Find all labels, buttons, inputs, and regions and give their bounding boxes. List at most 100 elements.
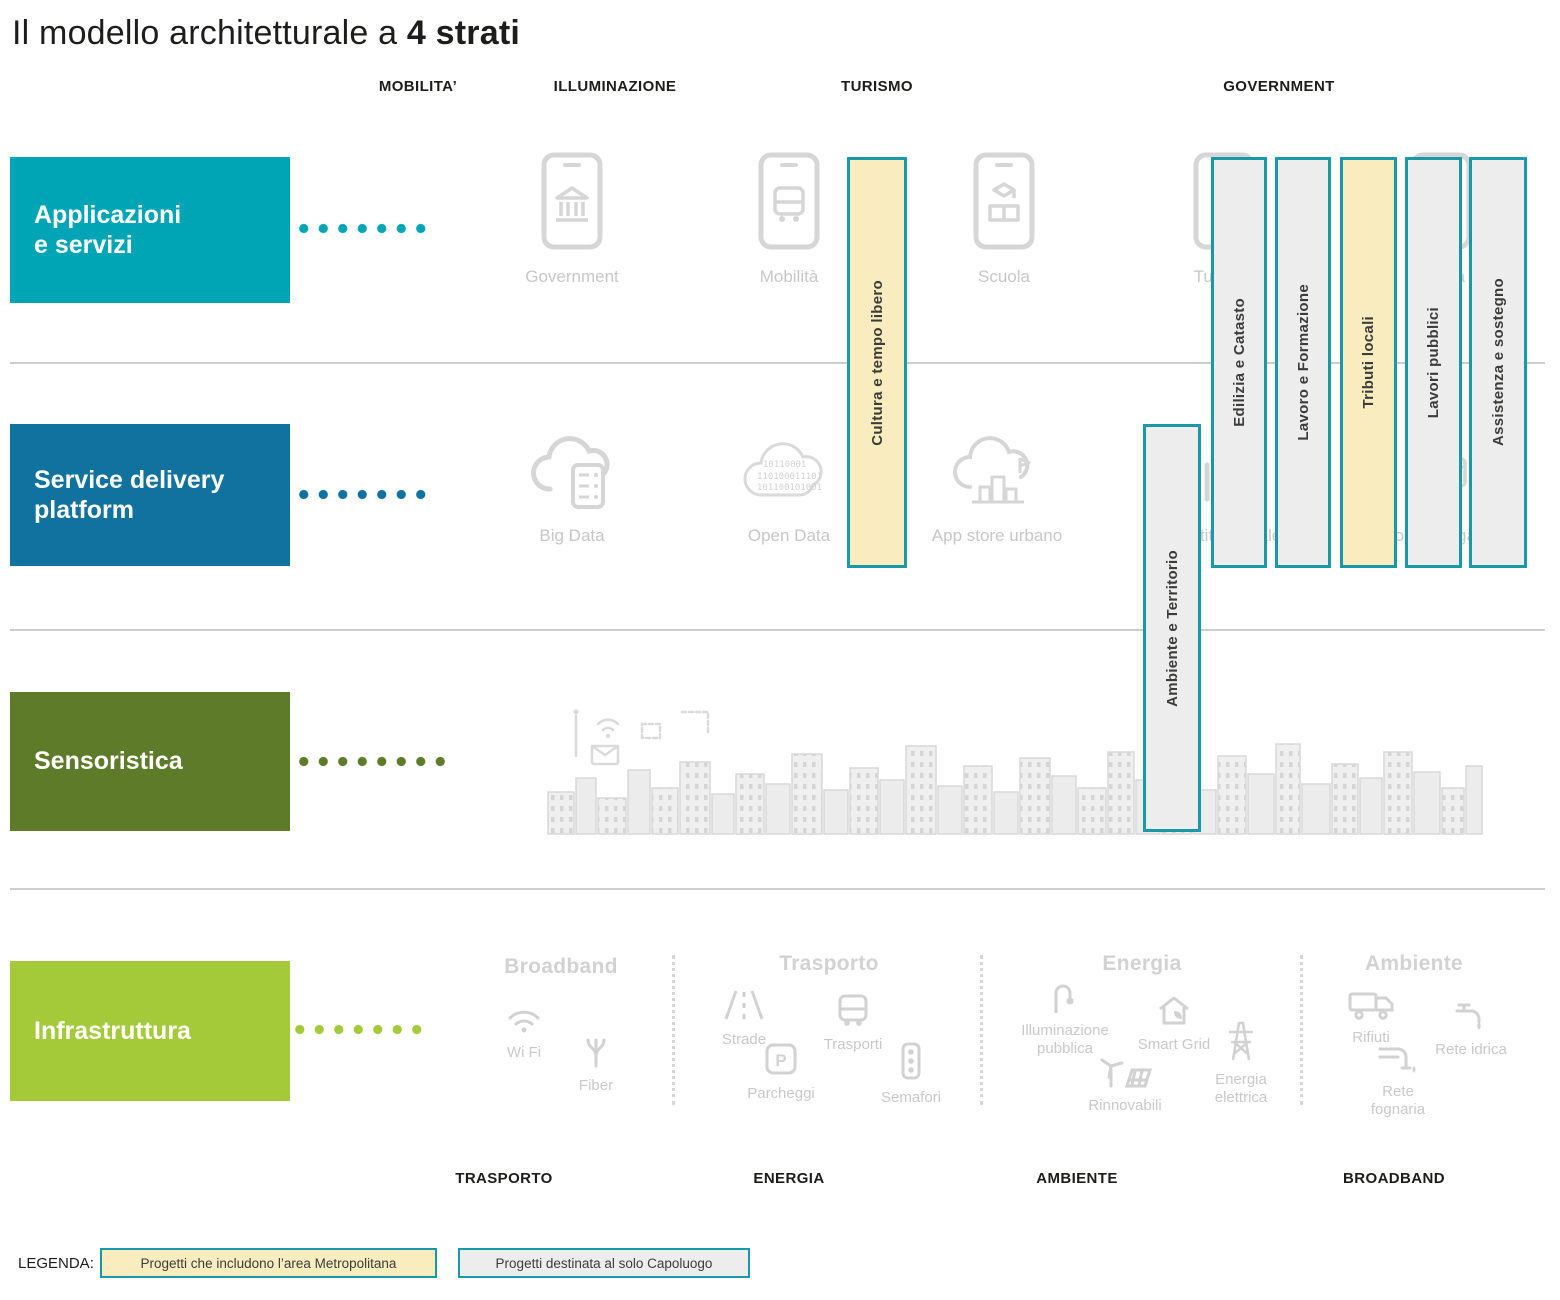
infra-item-energia-elettrica: Energia elettrica — [1196, 1018, 1286, 1106]
infra-separator-2 — [980, 955, 983, 1105]
layer-label: Applicazioni e servizi — [34, 200, 182, 260]
infra-item-label: Smart Grid — [1137, 1036, 1211, 1053]
svg-text:P: P — [775, 1051, 786, 1070]
smart-grid-icon — [1152, 993, 1196, 1032]
infra-item-label: Illuminazione pubblica — [1021, 1022, 1109, 1057]
big-data-cloud-icon — [517, 427, 627, 518]
renewables-icon — [1097, 1048, 1153, 1093]
power-pylon-icon — [1221, 1018, 1261, 1067]
svg-text:101100101001: 101100101001 — [757, 483, 822, 493]
platform-item-label: Open Data — [747, 526, 831, 545]
svg-text:10110001: 10110001 — [763, 460, 806, 470]
fiber-icon — [579, 1032, 613, 1073]
top-label-mobilita: MOBILITA’ — [378, 78, 458, 95]
infra-item-label: Rete fognaria — [1370, 1083, 1426, 1118]
dotted-connector-platform — [294, 489, 431, 500]
divider-1 — [10, 362, 1545, 364]
layer-label: Infrastruttura — [34, 1016, 191, 1045]
layer-service-delivery-platform: Service delivery platform — [10, 424, 290, 566]
infra-item-label: Fiber — [578, 1077, 614, 1094]
street-lamp-icon — [1048, 983, 1082, 1018]
project-bar-label: Assistenza e sostegno — [1489, 278, 1507, 447]
project-bar-label: Ambiente e Territorio — [1163, 549, 1181, 707]
top-label-turismo: TURISMO — [841, 78, 913, 95]
project-bar-edilizia-e-catasto: Edilizia e Catasto — [1211, 157, 1267, 568]
layer-label: Sensoristica — [34, 747, 183, 776]
dotted-connector-infrastruttura — [290, 1024, 427, 1035]
bus-icon — [833, 993, 873, 1032]
infra-item-smart-grid: Smart Grid — [1134, 993, 1214, 1054]
faucet-icon — [1451, 998, 1491, 1037]
legend-item-metropolitana: Progetti che includono l’area Metropolit… — [100, 1248, 437, 1278]
dotted-connector-sensoristica — [294, 756, 450, 767]
app-item-label: Government — [525, 267, 619, 286]
parking-icon: P — [764, 1042, 798, 1081]
legend-title: LEGENDA: — [18, 1255, 94, 1272]
project-bar-label: Lavori pubblici — [1425, 306, 1442, 419]
app-item-government: Government — [512, 152, 632, 287]
infra-item-rete-idrica: Rete idrica — [1426, 998, 1516, 1059]
platform-item-app-store-urbano: App store urbano — [917, 427, 1077, 546]
infra-group-trasporto-title: Trasporto — [779, 952, 879, 975]
infra-separator-1 — [672, 955, 675, 1105]
project-bar-tributi-locali: Tributi locali — [1340, 157, 1397, 568]
infra-item-illuminazione-pubblica: Illuminazione pubblica — [1015, 983, 1115, 1057]
mobility-phone-icon — [757, 152, 821, 255]
infra-item-label: Energia elettrica — [1214, 1071, 1268, 1106]
app-item-label: Scuola — [978, 267, 1030, 286]
layer-sensoristica: Sensoristica — [10, 692, 290, 831]
infra-item-parcheggi: P Parcheggi — [741, 1042, 821, 1103]
layer-label: Service delivery platform — [34, 465, 225, 525]
dotted-connector-applicazioni — [294, 223, 431, 234]
wifi-icon — [504, 1005, 544, 1040]
bottom-label-broadband: BROADBAND — [1343, 1170, 1445, 1187]
project-bar-assistenza-e-sostegno: Assistenza e sostegno — [1469, 157, 1527, 568]
bottom-label-energia: ENERGIA — [753, 1170, 825, 1187]
app-item-label: Mobilità — [759, 267, 819, 286]
garbage-truck-icon — [1347, 988, 1395, 1025]
infra-item-label: Semafori — [880, 1089, 942, 1106]
infra-item-trasporti: Trasporti — [813, 993, 893, 1054]
project-bar-label: Lavoro e Formazione — [1294, 284, 1312, 441]
infra-item-rifiuti: Rifiuti — [1331, 988, 1411, 1047]
traffic-light-icon — [900, 1042, 922, 1085]
infra-group-ambiente-title: Ambiente — [1364, 952, 1464, 975]
sewer-pipe-icon — [1376, 1042, 1420, 1079]
infra-group-energia-title: Energia — [1102, 952, 1182, 975]
project-bar-label: Cultura e tempo libero — [868, 279, 886, 446]
infra-item-label: Trasporti — [823, 1036, 883, 1053]
legend-item-label: Progetti destinata al solo Capoluogo — [495, 1255, 713, 1271]
page-title-bold: 4 strati — [406, 14, 521, 52]
platform-item-label: Big Data — [539, 526, 605, 545]
top-label-government: GOVERNMENT — [1223, 78, 1335, 95]
school-phone-icon — [972, 152, 1036, 255]
project-bar-lavoro-e-formazione: Lavoro e Formazione — [1275, 157, 1331, 568]
layer-infrastruttura: Infrastruttura — [10, 961, 290, 1101]
government-phone-icon — [540, 152, 604, 255]
platform-item-label: App store urbano — [931, 526, 1063, 545]
project-bar-ambiente-e-territorio: Ambiente e Territorio — [1143, 424, 1201, 832]
infra-item-label: Wi Fi — [506, 1044, 542, 1061]
legend-item-capoluogo: Progetti destinata al solo Capoluogo — [458, 1248, 750, 1278]
city-skyline-icon — [540, 709, 1485, 840]
infra-item-label: Rinnovabili — [1088, 1097, 1162, 1114]
infra-item-label: Rete idrica — [1435, 1041, 1507, 1058]
infra-item-label: Parcheggi — [747, 1085, 815, 1102]
city-skyline-illustration — [540, 694, 1485, 841]
page-title-regular: Il modello architetturale a — [12, 14, 407, 52]
infra-item-fiber: Fiber — [561, 1032, 631, 1095]
project-bar-label: Tributi locali — [1360, 316, 1377, 409]
project-bar-label: Edilizia e Catasto — [1230, 298, 1248, 427]
infra-item-rete-fognaria: Rete fognaria — [1353, 1042, 1443, 1118]
layer-applicazioni-e-servizi: Applicazioni e servizi — [10, 157, 290, 303]
infra-group-broadband-title: Broadband — [504, 955, 618, 978]
svg-text:110100011101: 110100011101 — [757, 472, 822, 482]
road-icon — [722, 988, 766, 1027]
infra-item-label: Strade — [721, 1031, 767, 1048]
infra-item-semafori: Semafori — [871, 1042, 951, 1107]
urban-app-store-icon — [942, 427, 1052, 518]
divider-2 — [10, 629, 1545, 631]
infra-separator-3 — [1300, 955, 1303, 1105]
